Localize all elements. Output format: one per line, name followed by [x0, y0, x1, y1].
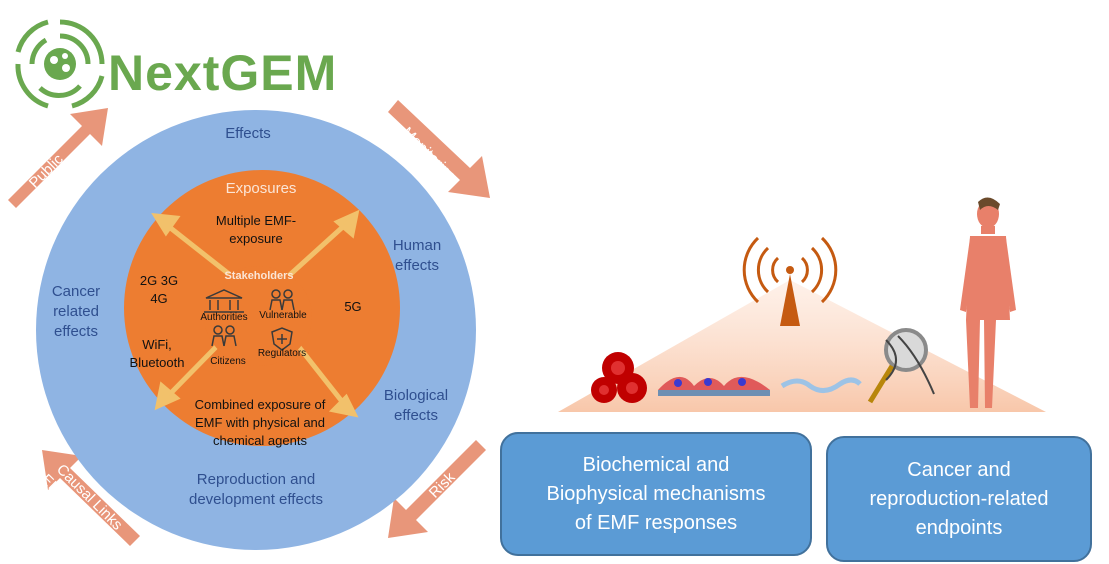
label-regulators: Regulators — [257, 348, 307, 359]
monitoring-arrow — [388, 100, 490, 198]
mechanisms-box: Biochemical and Biophysical mechanisms o… — [500, 432, 812, 556]
building-icon — [204, 289, 244, 313]
label-stakeholders: Stakeholders — [224, 270, 294, 282]
label-multiple-emf: Multiple EMF-exposure — [215, 213, 297, 246]
label-5g: 5G — [344, 299, 362, 314]
citizens-icon — [211, 325, 237, 347]
antenna-icon — [742, 236, 838, 326]
label-exposures: Exposures — [225, 180, 297, 197]
blood-cells-icon — [591, 352, 647, 403]
public-awareness-arrow — [8, 108, 108, 208]
worm-icon — [780, 377, 862, 393]
risk-assessment-arrow — [388, 440, 486, 538]
logo-emblem — [15, 19, 105, 109]
human-figure-icon — [960, 200, 1016, 408]
label-wifi-bluetooth: WiFi,Bluetooth — [129, 337, 185, 370]
people-icon — [269, 289, 295, 311]
logo-text: NextGEM — [108, 45, 338, 101]
label-authorities: Authorities — [200, 312, 248, 323]
cell-culture-icon — [658, 376, 770, 396]
label-citizens: Citizens — [210, 356, 246, 367]
magnifier-icon — [867, 328, 935, 404]
endpoints-box: Cancer and reproduction-related endpoint… — [826, 436, 1092, 562]
causal-links-arrow — [42, 450, 140, 546]
shield-icon — [271, 327, 293, 351]
label-vulnerable: Vulnerable — [259, 310, 307, 321]
emf-illustration — [558, 197, 1046, 412]
label-effects: Effects — [225, 125, 271, 142]
